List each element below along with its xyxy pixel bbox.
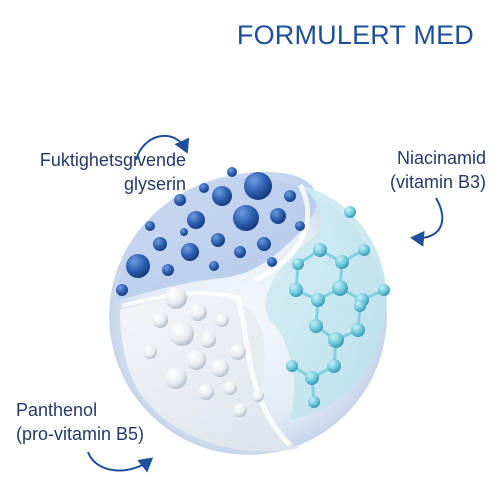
- label-panthenol-line-2: (pro-vitamin B5): [16, 424, 145, 444]
- curved-arrow-icon: [135, 134, 190, 161]
- panthenol-molecules: [143, 287, 264, 417]
- niacinamide-atoms: [286, 206, 390, 408]
- label-glycerin-line-2: glyserin: [123, 174, 186, 194]
- panthenol-lobe: [120, 296, 300, 452]
- label-glycerin: Fuktighetsgivende glyserin: [8, 148, 186, 196]
- page-title: FORMULERT MED: [236, 20, 474, 50]
- label-niacinamide-line-1: Niacinamid: [396, 148, 486, 168]
- label-glycerin-line-1: Fuktighetsgivende: [39, 150, 186, 170]
- molecule-sphere-icon: [244, 172, 272, 200]
- label-panthenol-line-1: Panthenol: [16, 400, 98, 420]
- glycerin-molecules: [116, 167, 305, 296]
- label-niacinamide: Niacinamid (vitamin B3): [390, 146, 486, 194]
- curved-arrow-icon: [87, 451, 154, 473]
- label-panthenol: Panthenol (pro-vitamin B5): [16, 398, 144, 446]
- niacinamide-lobe: [265, 185, 387, 420]
- label-niacinamide-line-2: (vitamin B3): [389, 172, 486, 192]
- curved-arrow-icon: [410, 197, 444, 247]
